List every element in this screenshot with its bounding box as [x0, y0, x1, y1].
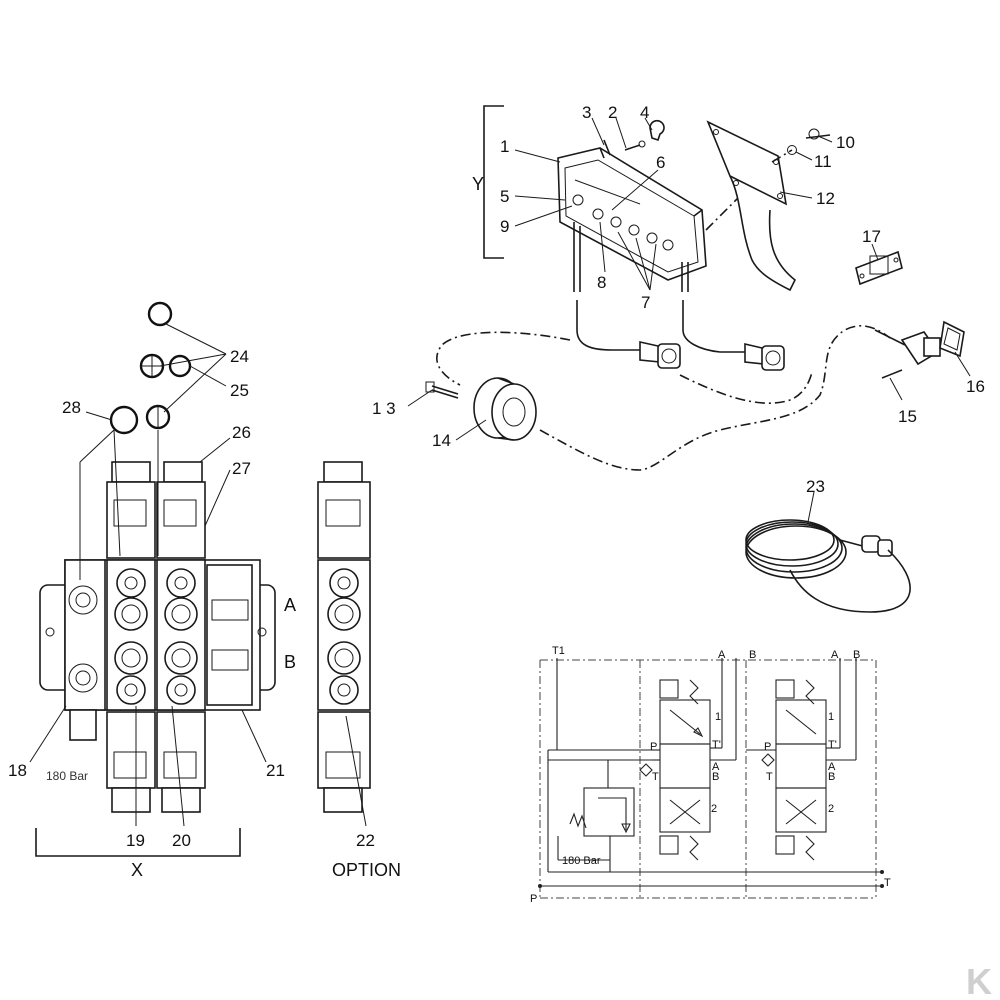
callout-20: 20 [172, 831, 191, 850]
sch-label-tp1: T' [712, 739, 721, 751]
callout-21: 21 [266, 761, 285, 780]
sch-label-t-in1: T [652, 771, 659, 783]
callout-23: 23 [806, 477, 825, 496]
sch-label-ab1b: B [712, 771, 719, 783]
leader-lines [29, 117, 971, 827]
callout-10: 10 [836, 133, 855, 152]
control-switch-4 [628, 224, 640, 236]
sch-label-p-out: P [530, 893, 537, 905]
sch-label-p-in1: P [650, 741, 657, 753]
bolt [425, 381, 459, 399]
callout-16: 16 [966, 377, 985, 396]
callout-28: 28 [62, 398, 81, 417]
callout-4: 4 [640, 103, 649, 122]
option-valve-section [317, 461, 371, 813]
hydraulic-schematic: T1 A B A B P T T' A B P T T' A B 1 2 1 2… [530, 645, 891, 905]
callout-18: 18 [8, 761, 27, 780]
sch-label-pos2a: 2 [711, 803, 717, 815]
sch-label-ab1a: A [712, 761, 720, 773]
callout-7: 7 [641, 293, 650, 312]
callout-5: 5 [500, 187, 509, 206]
control-switch-2 [592, 208, 604, 220]
sch-label-pos1b: 1 [828, 711, 834, 723]
callout-labels: 1 2 3 4 5 6 7 8 9 10 11 12 1 3 14 15 16 … [8, 103, 985, 850]
sch-label-b1: B [749, 649, 756, 661]
sch-label-pos1a: 1 [715, 711, 721, 723]
option-label: OPTION [332, 860, 401, 880]
ring-sensor [473, 377, 537, 441]
group-bracket-x [35, 828, 241, 857]
watermark-logo: K [966, 961, 992, 1000]
sch-label-relief: 180 Bar [562, 855, 601, 867]
box-screws [603, 119, 665, 156]
callout-13: 1 3 [372, 399, 396, 418]
callout-11: 11 [814, 152, 832, 171]
port-label-a: A [284, 595, 296, 615]
control-box [557, 147, 707, 292]
cable-plugs [576, 300, 785, 371]
callout-22: 22 [356, 831, 375, 850]
callout-8: 8 [597, 273, 606, 292]
callout-6: 6 [656, 153, 665, 172]
coiled-cable [745, 519, 911, 613]
callout-2: 2 [608, 103, 617, 122]
sch-label-ab2b: B [828, 771, 835, 783]
callout-15: 15 [898, 407, 917, 426]
group-label-y: Y [472, 174, 484, 194]
callout-1: 1 [500, 137, 509, 156]
control-switch-3 [610, 216, 622, 228]
group-labels: Y X OPTION A B 180 Bar [46, 174, 484, 880]
callout-24: 24 [230, 347, 249, 366]
control-switch-1 [572, 194, 584, 206]
control-switch-5 [646, 232, 658, 244]
callout-25: 25 [230, 381, 249, 400]
sch-label-a1: A [718, 649, 726, 661]
sch-label-tp2: T' [828, 739, 837, 751]
sch-label-b2: B [853, 649, 860, 661]
callout-3: 3 [582, 103, 591, 122]
sch-label-t-out: T [884, 877, 891, 889]
pressure-label: 180 Bar [46, 769, 88, 783]
sch-label-t1: T1 [552, 645, 565, 657]
control-switch-6 [662, 239, 674, 251]
valve-assembly [39, 461, 276, 813]
group-label-x: X [131, 860, 143, 880]
callout-26: 26 [232, 423, 251, 442]
fuse-holder [855, 250, 903, 286]
callout-17: 17 [862, 227, 881, 246]
group-bracket-y [483, 105, 504, 259]
port-label-b: B [284, 652, 296, 672]
sch-label-pos2b: 2 [828, 803, 834, 815]
sch-label-a2: A [831, 649, 839, 661]
mounting-bracket [705, 120, 797, 292]
callout-12: 12 [816, 189, 835, 208]
sch-label-t-in2: T [766, 771, 773, 783]
cable-harness [436, 325, 891, 471]
callout-9: 9 [500, 217, 509, 236]
sch-label-ab2a: A [828, 761, 836, 773]
sensor-connector [874, 320, 965, 379]
sch-label-p-in2: P [764, 741, 771, 753]
callout-14: 14 [432, 431, 451, 450]
callout-27: 27 [232, 459, 251, 478]
seal-kit [109, 301, 192, 435]
callout-19: 19 [126, 831, 145, 850]
